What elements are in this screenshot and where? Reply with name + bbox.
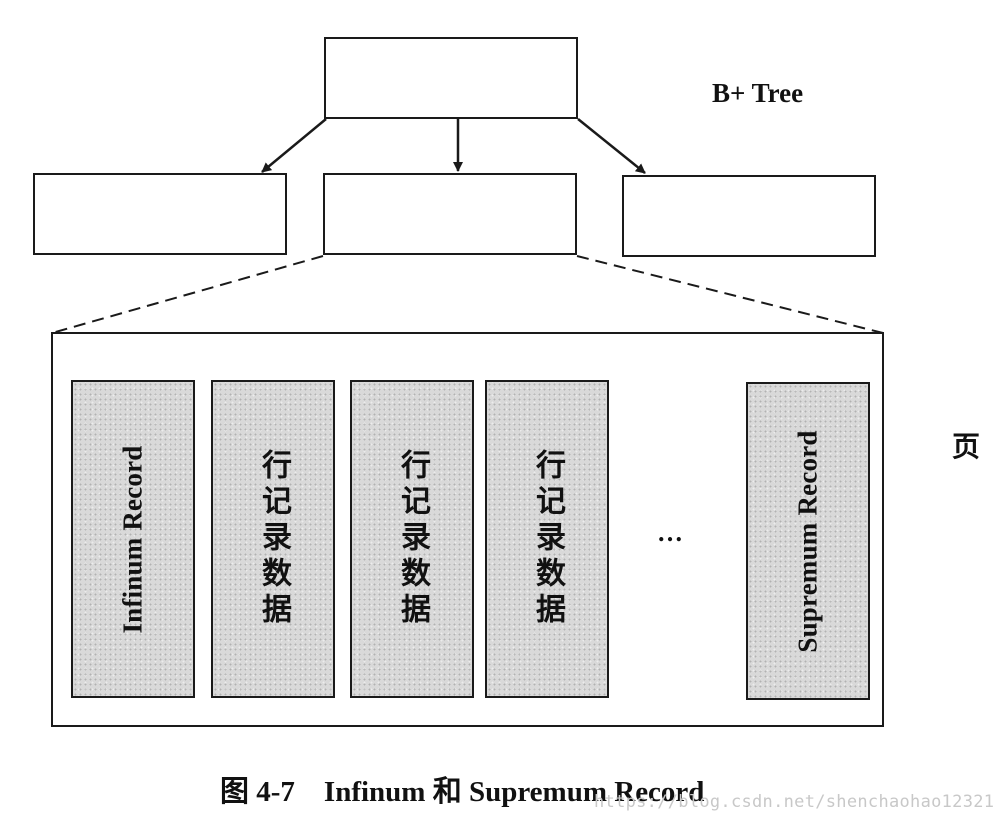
arrow-to-right-child (577, 118, 646, 174)
zoom-line-right (576, 255, 884, 334)
tree-child-node-right (622, 175, 876, 257)
supremum-record: Supremum Record (746, 382, 870, 700)
tree-root-node (324, 37, 578, 119)
infimum-record: Infinum Record (71, 380, 195, 698)
tree-child-node-middle (323, 173, 577, 255)
row-record-1: 行记录数据 (211, 380, 335, 698)
figure-caption: 图 4-7 Infinum 和 Supremum Record (220, 776, 705, 808)
infimum-record-label: Infinum Record (117, 444, 148, 634)
zoom-line-left (51, 255, 324, 334)
row-record-2: 行记录数据 (350, 380, 474, 698)
tree-child-node-left (33, 173, 287, 255)
row-record-label: 行记录数据 (256, 449, 291, 629)
row-record-label: 行记录数据 (530, 449, 565, 629)
ellipsis: … (657, 518, 684, 547)
supremum-record-label: Supremum Record (792, 429, 823, 653)
arrow-to-left-child (261, 118, 327, 173)
watermark-url: https://blog.csdn.net/shenchaohao12321 (594, 792, 994, 812)
tree-label: B+ Tree (712, 78, 804, 108)
row-record-3: 行记录数据 (485, 380, 609, 698)
page-label: 页 (952, 430, 981, 463)
row-record-label: 行记录数据 (395, 449, 430, 629)
